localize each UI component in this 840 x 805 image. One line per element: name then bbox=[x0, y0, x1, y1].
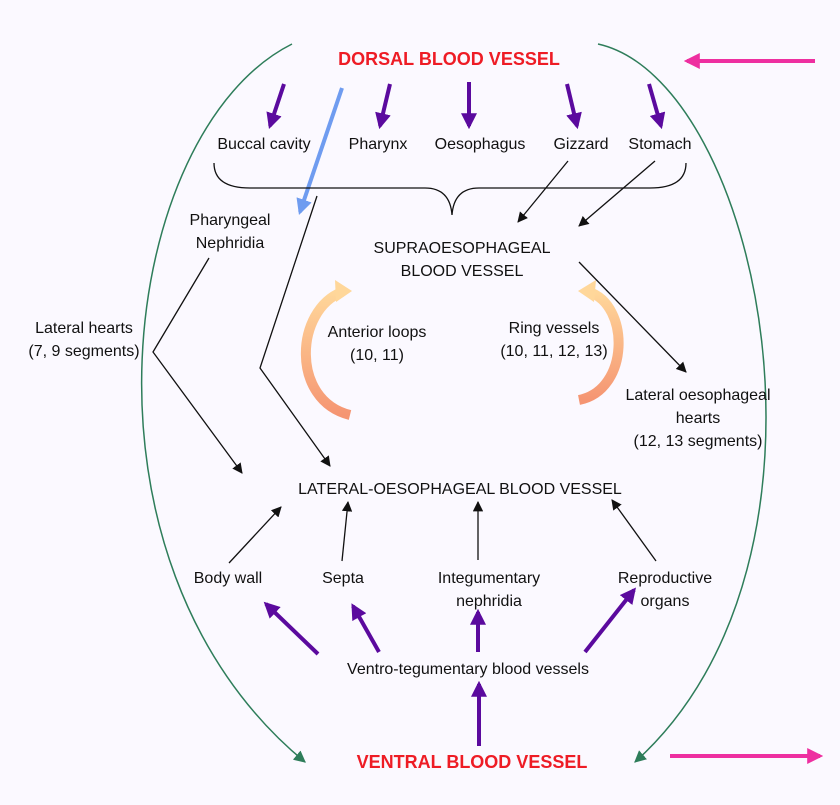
lateral-oeso-hearts-label: Lateral oesophageal bbox=[625, 387, 770, 404]
anterior-loops-line2: (10, 11) bbox=[350, 347, 404, 364]
lateral-oeso-hearts-label-2: hearts bbox=[676, 410, 720, 427]
anterior-loops-curve bbox=[300, 287, 352, 420]
dorsal-to-pharynx-arrow bbox=[375, 83, 392, 130]
organ-integumentary-nephridia: Integumentary bbox=[438, 570, 540, 587]
integ-line1: Integumentary bbox=[438, 570, 540, 587]
lateral-hearts-path bbox=[152, 257, 243, 474]
lateral-oesophageal-vessel-label: LATERAL-OESOPHAGEAL BLOOD VESSEL bbox=[298, 481, 622, 498]
brace-to-lateral-oeso-path bbox=[259, 195, 331, 467]
right-circulation-loop bbox=[597, 43, 767, 763]
stomach-to-supra-arrow bbox=[578, 160, 656, 227]
ring-vessels-label-2: (10, 11, 12, 13) bbox=[500, 343, 607, 360]
integ-line2: nephridia bbox=[456, 593, 522, 610]
lateral-hearts-label: Lateral hearts bbox=[35, 320, 133, 337]
organ-body-wall: Body wall bbox=[194, 570, 262, 587]
repro-line2: organs bbox=[641, 593, 690, 610]
ventral-vessel-title: VENTRAL BLOOD VESSEL bbox=[357, 752, 588, 772]
organ-reproductive: Reproductive bbox=[618, 570, 712, 587]
supra-line1: SUPRAOESOPHAGEAL bbox=[374, 240, 551, 257]
ventro-tegumentary-label: Ventro-tegumentary blood vessels bbox=[347, 661, 589, 678]
anterior-loops-line1: Anterior loops bbox=[328, 324, 427, 341]
septa-to-lateral-oeso-arrow bbox=[341, 500, 353, 562]
body-wall-to-lateral-oeso-arrow bbox=[228, 506, 282, 564]
organ-integumentary-nephridia-2: nephridia bbox=[456, 593, 522, 610]
ventro-to-repro-arrow bbox=[583, 587, 636, 654]
dorsal-to-buccal-arrow bbox=[266, 83, 286, 130]
organs-brace bbox=[213, 162, 687, 216]
ring-vessels-curve bbox=[577, 287, 624, 405]
pharyngeal-line1: Pharyngeal bbox=[190, 212, 271, 229]
supra-line2: BLOOD VESSEL bbox=[401, 263, 524, 280]
lateral-oeso-hearts-line1: Lateral oesophageal bbox=[625, 387, 770, 404]
ring-vessels-label: Ring vessels bbox=[509, 320, 600, 337]
repro-to-lateral-oeso-arrow bbox=[611, 499, 657, 562]
lateral-hearts-line1: Lateral hearts bbox=[35, 320, 133, 337]
ring-vessels-arrowhead bbox=[578, 280, 596, 302]
anterior-loops-label: Anterior loops bbox=[328, 324, 427, 341]
organ-septa: Septa bbox=[322, 570, 364, 587]
organ-pharynx: Pharynx bbox=[349, 136, 408, 153]
ring-vessels-line1: Ring vessels bbox=[509, 320, 600, 337]
organ-buccal-cavity: Buccal cavity bbox=[217, 136, 310, 153]
lateral-oeso-hearts-label-3: (12, 13 segments) bbox=[634, 433, 763, 450]
organ-gizzard: Gizzard bbox=[553, 136, 608, 153]
pharyngeal-nephridia-label: Pharyngeal bbox=[190, 212, 271, 229]
ventro-to-body-wall-arrow bbox=[263, 601, 320, 656]
supraoesophageal-vessel-label-2: BLOOD VESSEL bbox=[401, 263, 524, 280]
lateral-hearts-label-2: (7, 9 segments) bbox=[28, 343, 139, 360]
lateral-oeso-hearts-line3: (12, 13 segments) bbox=[634, 433, 763, 450]
organ-stomach: Stomach bbox=[628, 136, 691, 153]
pharyngeal-nephridia-label-2: Nephridia bbox=[196, 235, 265, 252]
lateral-hearts-line2: (7, 9 segments) bbox=[28, 343, 139, 360]
anterior-loops-arrowhead bbox=[335, 280, 352, 302]
ring-vessels-line2: (10, 11, 12, 13) bbox=[500, 343, 607, 360]
pharyngeal-line2: Nephridia bbox=[196, 235, 265, 252]
lateral-oeso-hearts-line2: hearts bbox=[676, 410, 720, 427]
repro-line1: Reproductive bbox=[618, 570, 712, 587]
dorsal-to-stomach-arrow bbox=[647, 83, 666, 130]
dorsal-to-gizzard-arrow bbox=[565, 83, 582, 130]
ventro-to-septa-arrow bbox=[351, 603, 381, 653]
anterior-loops-label-2: (10, 11) bbox=[350, 347, 404, 364]
supra-to-lateral-oeso-hearts-arrow bbox=[578, 261, 687, 373]
organ-reproductive-2: organs bbox=[641, 593, 690, 610]
dorsal-to-pharyngeal-nephridia-arrow bbox=[296, 87, 344, 216]
supraoesophageal-vessel-label: SUPRAOESOPHAGEAL bbox=[374, 240, 551, 257]
gizzard-to-supra-arrow bbox=[517, 160, 569, 223]
organ-oesophagus: Oesophagus bbox=[435, 136, 526, 153]
dorsal-vessel-title: DORSAL BLOOD VESSEL bbox=[338, 49, 560, 69]
left-circulation-loop bbox=[140, 43, 306, 763]
